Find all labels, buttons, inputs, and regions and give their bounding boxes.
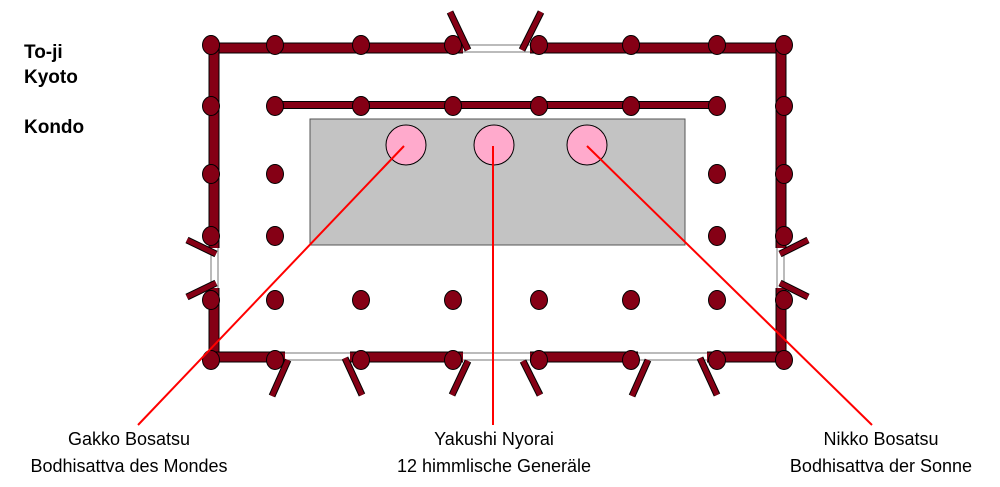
column [775,164,793,184]
door-leaf [778,280,810,300]
column [708,164,726,184]
column [622,290,640,310]
column [266,164,284,184]
city-name: Kyoto [24,67,78,88]
column [266,96,284,116]
door-leaf [449,359,471,397]
label-nikko: Nikko Bosatsu Bodhisattva der Sonne [731,426,1000,480]
door-leaf [342,356,365,397]
pointer-lines [137,145,873,426]
label-yakushi-name: Yakushi Nyorai [434,429,554,449]
column [352,290,370,310]
column [202,350,220,370]
column [530,350,548,370]
column [202,290,220,310]
column [352,350,370,370]
label-gakko-desc: Bodhisattva des Mondes [30,456,228,476]
column [444,96,462,116]
column [622,35,640,55]
column [352,96,370,116]
door-leaf [269,358,291,398]
label-yakushi-desc: 12 himmlische Generäle [396,456,592,476]
column [530,290,548,310]
pointer-line [137,145,405,426]
column [266,290,284,310]
door-leaf [185,237,218,257]
column [202,226,220,246]
column [708,96,726,116]
door-leaf [697,356,720,397]
column [775,290,793,310]
column [775,96,793,116]
column [266,35,284,55]
column [708,290,726,310]
column [202,35,220,55]
column [530,96,548,116]
label-gakko: Gakko Bosatsu Bodhisattva des Mondes [0,426,279,480]
column [266,350,284,370]
column [444,350,462,370]
label-nikko-desc: Bodhisattva der Sonne [789,456,973,476]
door-leaf [185,280,218,300]
doors [185,10,810,398]
columns [202,35,793,370]
column [202,96,220,116]
door-leaf [520,359,543,397]
label-nikko-name: Nikko Bosatsu [823,429,939,449]
door-leaf [519,10,544,52]
column [530,35,548,55]
column [708,226,726,246]
column [202,164,220,184]
column [622,350,640,370]
pointer-line [586,145,873,426]
column [266,226,284,246]
label-yakushi: Yakushi Nyorai 12 himmlische Generäle [344,426,644,480]
column [444,290,462,310]
door-leaf [778,237,810,257]
column [775,350,793,370]
building-name: Kondo [24,117,85,138]
column [708,35,726,55]
temple-name: To-ji [24,42,63,63]
statues [385,124,608,166]
column [622,96,640,116]
column [352,35,370,55]
door-leaf [629,358,651,398]
column [775,35,793,55]
column [444,35,462,55]
door-leaf [447,10,471,52]
label-gakko-name: Gakko Bosatsu [67,429,191,449]
column [708,350,726,370]
column [775,226,793,246]
